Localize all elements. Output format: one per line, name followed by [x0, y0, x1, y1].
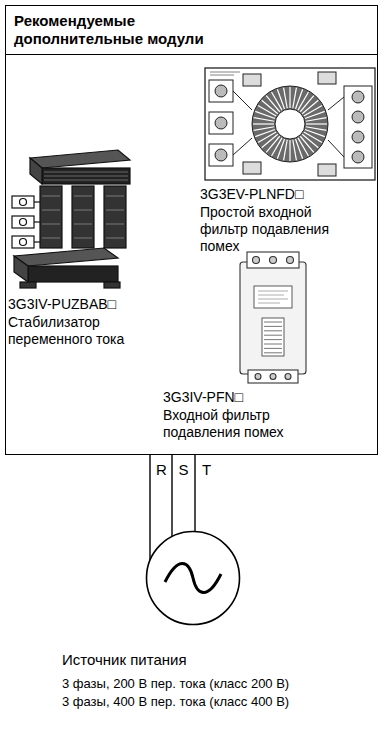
source-spec: 3 фазы, 200 В пер. тока (класс 200 В) — [62, 675, 289, 692]
module-description: Стабилизатор переменного тока — [8, 314, 143, 348]
model-number: 3G3EV-PLNFD□ — [200, 186, 303, 203]
module-description: Простой входной фильтр подавления помех — [200, 204, 350, 255]
model-number: 3G3IV-PFN□ — [163, 389, 243, 406]
phase-label: T — [201, 461, 212, 479]
phase-label: R — [155, 461, 168, 479]
source-circle-outline — [145, 530, 241, 626]
phase-wire — [171, 455, 172, 537]
reactor-illustration — [12, 150, 130, 288]
phase-label: S — [177, 461, 189, 479]
phase-wire — [194, 455, 195, 532]
filter-board-illustration — [205, 68, 375, 180]
panel-heading-band: Рекомендуемые дополнительные модули — [6, 6, 377, 55]
module-description: Входной фильтр подавления помех — [163, 407, 308, 441]
phase-wire — [149, 455, 150, 560]
noise-filter-illustration — [240, 252, 306, 383]
power-source-circle: Источник питания3 фазы, 200 В пер. тока … — [145, 530, 241, 626]
source-heading: Источник питания — [62, 650, 187, 669]
source-spec: 3 фазы, 400 В пер. тока (класс 400 В) — [62, 693, 289, 710]
panel-heading: Рекомендуемые дополнительные модули — [14, 12, 229, 48]
ac-symbol — [165, 564, 221, 593]
model-number: 3G3IV-PUZBAB□ — [8, 296, 116, 313]
